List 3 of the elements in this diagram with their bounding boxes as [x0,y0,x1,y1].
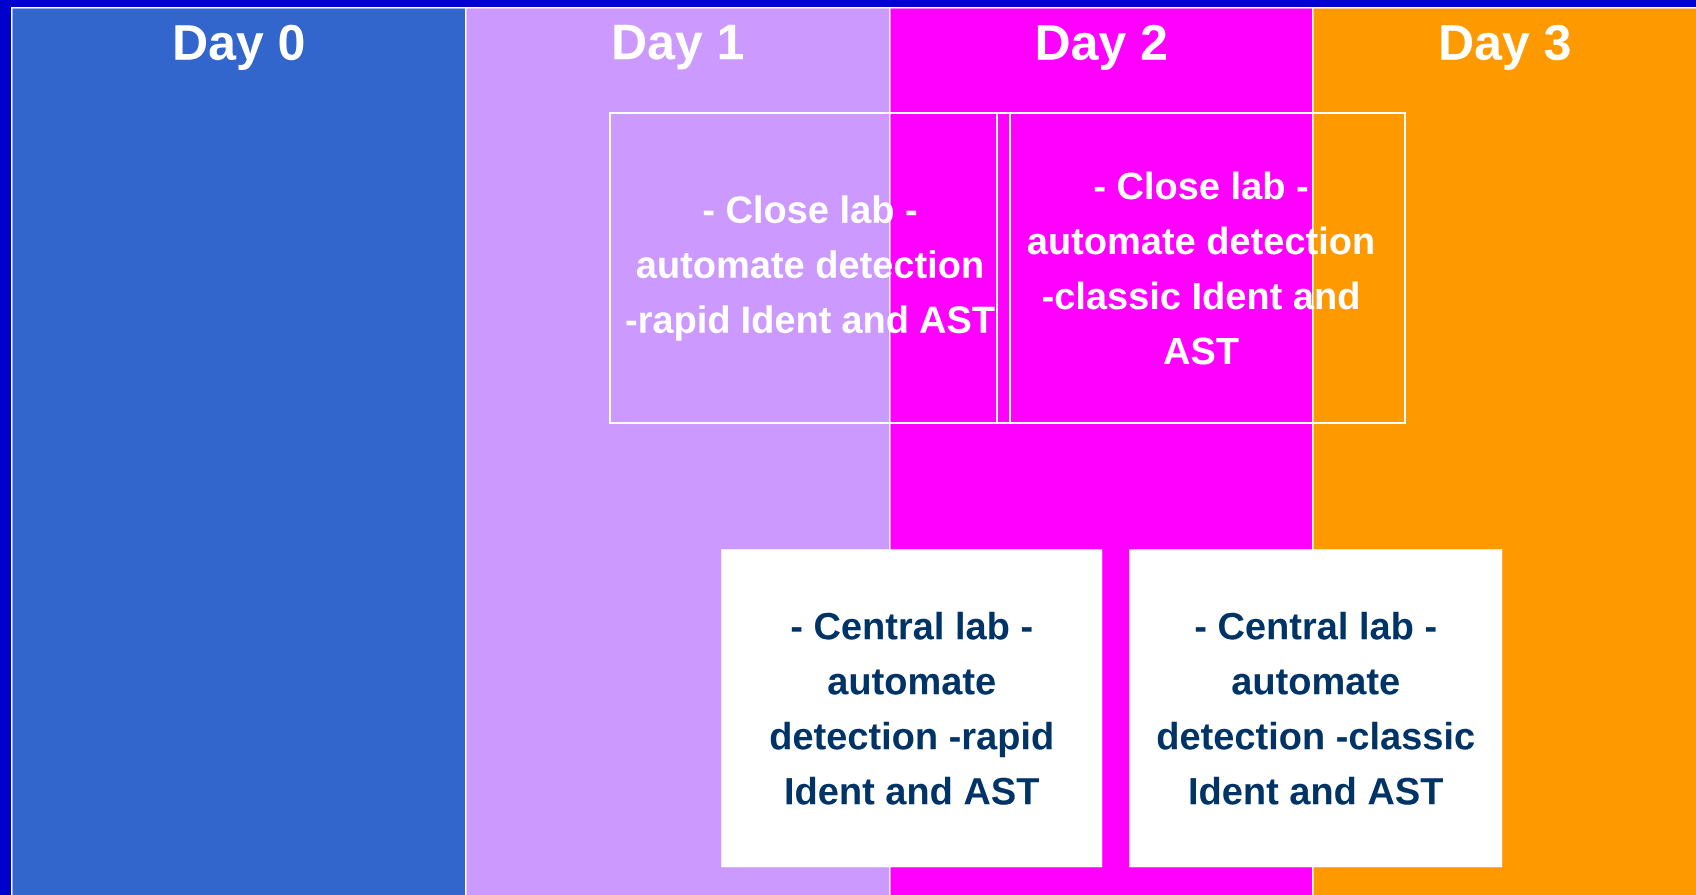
text-box: - Central lab - automate detection -classic Ident and AST [1129,549,1503,868]
text-box: - Central lab - automate detection -rapid Ident and AST [721,549,1103,868]
day-column: Day 0 [11,7,467,895]
